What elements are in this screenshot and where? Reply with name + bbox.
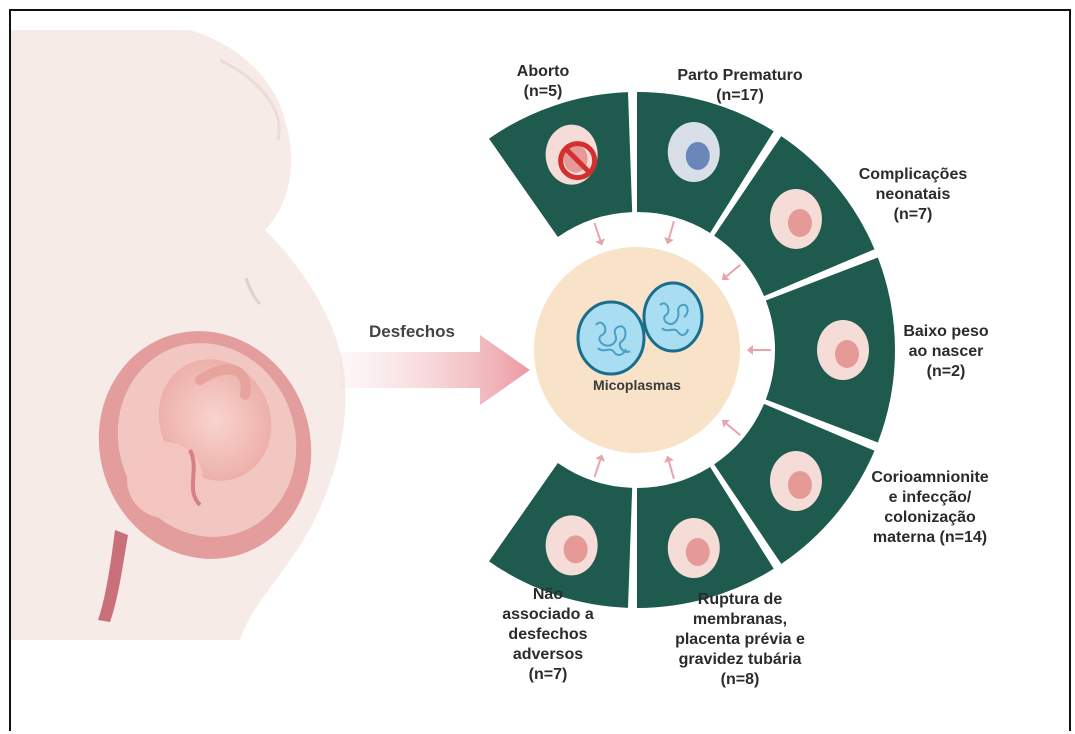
infected-uterus-icon: [770, 451, 822, 511]
pregnant-woman-illustration: [11, 30, 346, 640]
baby-scale-icon: [817, 320, 869, 380]
no-fetus-icon: [546, 125, 598, 185]
label-complicacoes-neonatais: Complicações neonatais (n=7): [848, 165, 978, 225]
label-nao-associado: Não associado a desfechos adversos (n=7): [498, 585, 598, 685]
label-baixo-peso: Baixo peso ao nascer (n=2): [896, 322, 996, 382]
mycoplasma-cell-2-icon: [644, 283, 702, 351]
pointer-arrow: [594, 460, 600, 477]
pointer-arrow: [669, 221, 674, 238]
pointer-arrow: [594, 223, 600, 240]
placenta-icon: [668, 518, 720, 578]
desfechos-arrow: [340, 335, 530, 405]
pointer-arrow: [727, 424, 741, 435]
pregnant-belly-icon: [546, 515, 598, 575]
pointer-arrow-head: [747, 345, 753, 355]
label-ruptura-membranas: Ruptura de membranas, placenta prévia e …: [660, 590, 820, 690]
desfechos-label: Desfechos: [352, 322, 472, 342]
pointer-arrow: [669, 462, 674, 479]
label-parto-prematuro: Parto Prematuro (n=17): [660, 66, 820, 106]
label-aborto: Aborto (n=5): [498, 62, 588, 102]
mycoplasma-cell-1-icon: [578, 302, 644, 374]
incubator-icon: [668, 122, 720, 182]
infant-lungs-icon: [770, 189, 822, 249]
label-corioamnionite: Corioamnionite e infecção/ colonização m…: [850, 468, 1010, 548]
pointer-arrow: [727, 265, 741, 276]
micoplasmas-label: Micoplasmas: [577, 375, 697, 395]
mycoplasma-center: [534, 247, 740, 453]
